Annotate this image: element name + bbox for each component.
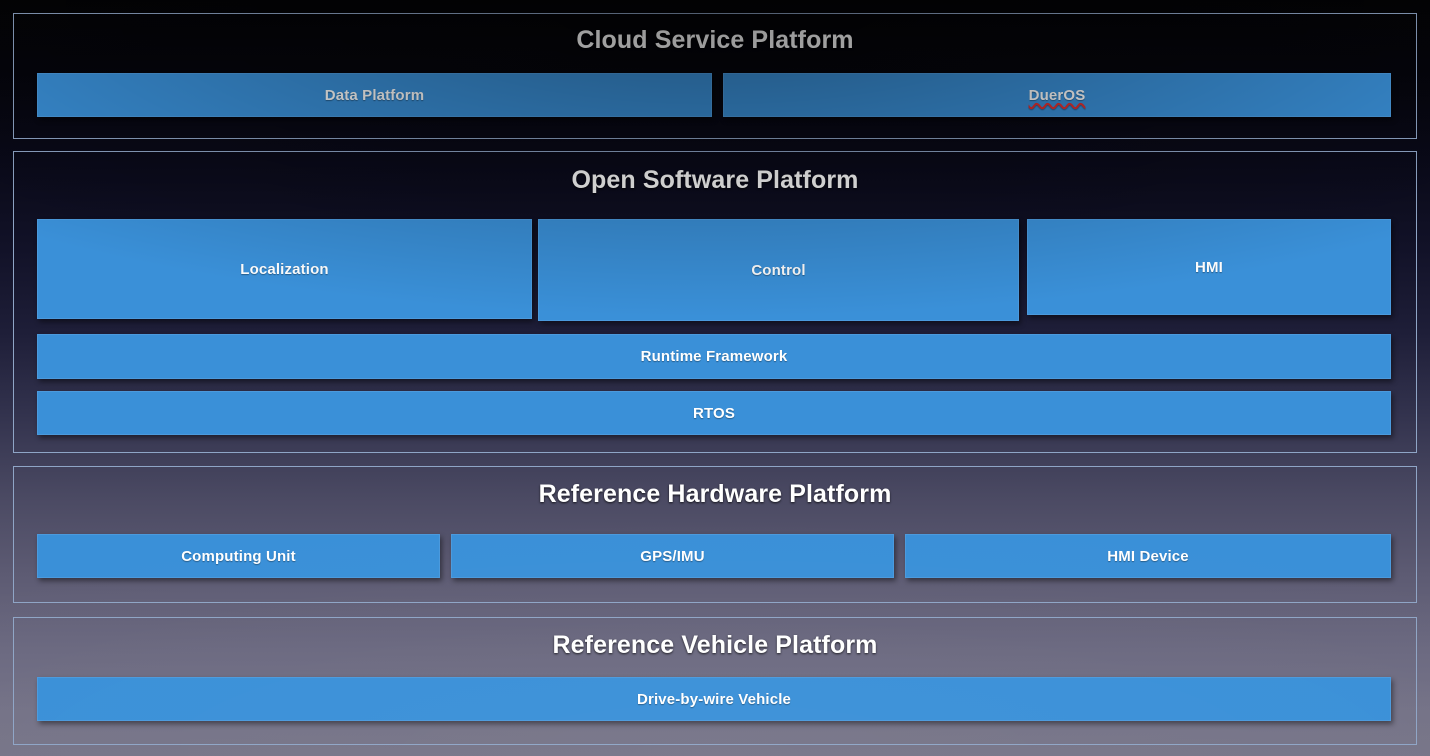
panel-title-reference-vehicle-platform: Reference Vehicle Platform [552,631,878,659]
box-runtime-framework[interactable]: Runtime Framework [37,334,1391,379]
box-label-hmi: HMI [1195,258,1223,276]
panel-title-open-software-platform: Open Software Platform [571,166,859,194]
box-label-gps-imu: GPS/IMU [640,547,705,565]
box-label-runtime-framework: Runtime Framework [640,348,788,365]
box-data-platform[interactable]: Data Platform [37,73,712,117]
box-gps-imu[interactable]: GPS/IMU [451,534,894,578]
panel-reference-vehicle-platform: Reference Vehicle Platform Drive-by-wire… [13,617,1417,745]
box-localization[interactable]: Localization [37,219,532,319]
box-computing-unit[interactable]: Computing Unit [37,534,440,578]
box-dueros[interactable]: DuerOS [723,73,1391,117]
box-label-dueros: DuerOS [1028,86,1086,104]
box-hmi-device[interactable]: HMI Device [905,534,1391,578]
box-control[interactable]: Control [538,219,1019,321]
box-label-data-platform: Data Platform [324,86,425,104]
box-label-drive-by-wire-vehicle: Drive-by-wire Vehicle [636,690,792,708]
box-drive-by-wire-vehicle[interactable]: Drive-by-wire Vehicle [37,677,1391,721]
box-label-hmi-device: HMI Device [1107,547,1189,565]
box-rtos[interactable]: RTOS [37,391,1391,435]
box-label-localization: Localization [240,260,329,278]
panel-title-cloud-service-platform: Cloud Service Platform [576,26,854,54]
box-label-control: Control [751,261,806,279]
box-label-computing-unit: Computing Unit [181,547,296,565]
panel-title-reference-hardware-platform: Reference Hardware Platform [538,480,892,508]
panel-open-software-platform: Open Software Platform Localization Cont… [13,151,1417,453]
box-label-rtos: RTOS [693,404,735,422]
panel-reference-hardware-platform: Reference Hardware Platform Computing Un… [13,466,1417,603]
panel-cloud-service-platform: Cloud Service Platform Data Platform Due… [13,13,1417,139]
box-hmi[interactable]: HMI [1027,219,1391,315]
